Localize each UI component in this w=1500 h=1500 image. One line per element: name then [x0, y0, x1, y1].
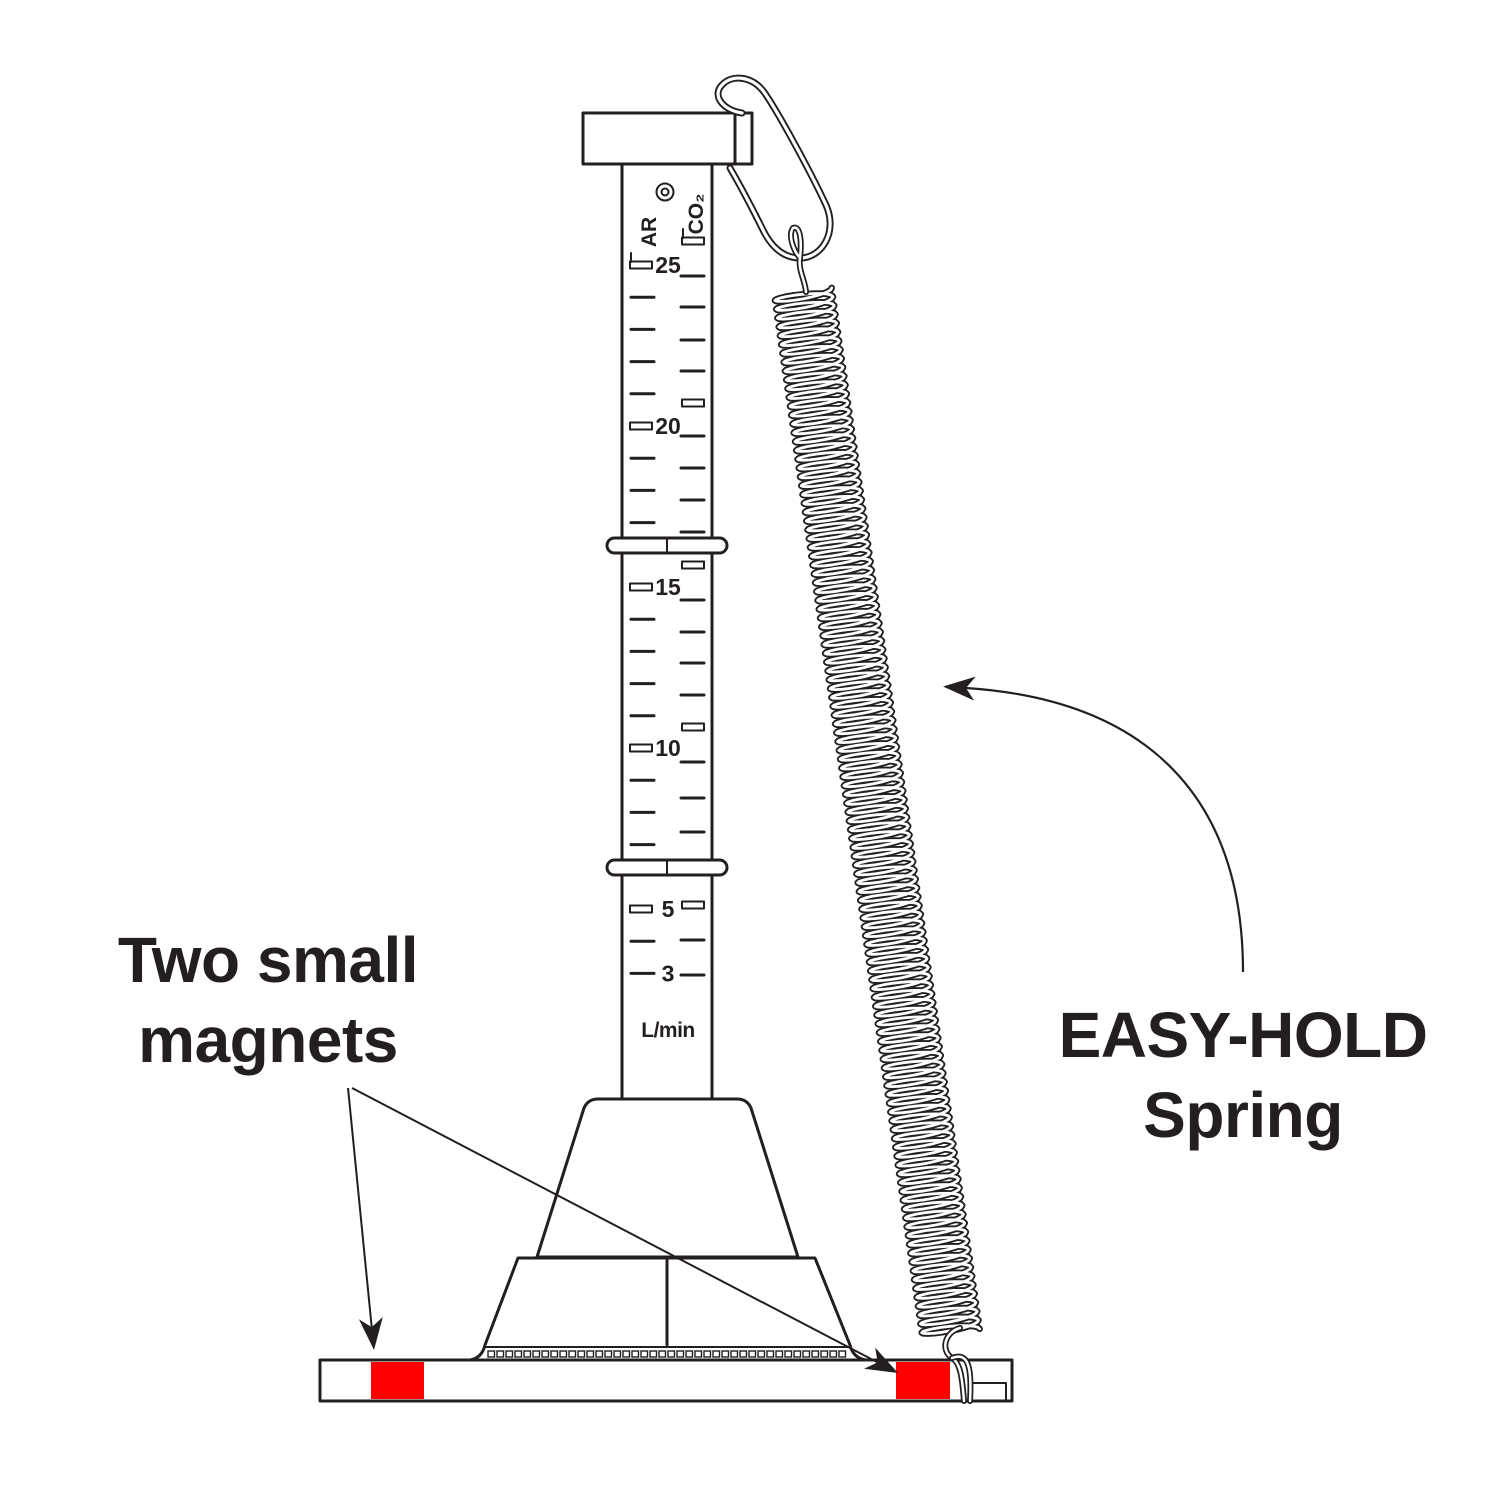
- grip-notch: [739, 1350, 748, 1358]
- grip-notch: [604, 1350, 613, 1358]
- arrowhead: [358, 1317, 383, 1350]
- magnet-left: [371, 1362, 424, 1399]
- grip-notch: [658, 1350, 667, 1358]
- scale-major-mark: [681, 236, 705, 246]
- left-scale-ticks: [629, 260, 656, 975]
- grip-notch: [811, 1350, 820, 1358]
- grip-notch: [793, 1350, 802, 1358]
- scale-number: 20: [655, 413, 681, 439]
- magnet-right: [896, 1362, 950, 1399]
- grip-notch: [568, 1350, 577, 1358]
- spring-callout: EASY-HOLD Spring: [1059, 999, 1428, 1151]
- tube-ring-upper: [605, 536, 729, 555]
- right-scale-ticks: [679, 236, 706, 977]
- tube-cap: [581, 111, 754, 166]
- grip-notch: [712, 1350, 721, 1358]
- circle-dot-icon: [655, 182, 675, 202]
- grip-notch: [802, 1350, 811, 1358]
- grip-notch: [505, 1350, 514, 1358]
- scale-major-mark: [681, 722, 705, 732]
- grip-notch: [550, 1350, 559, 1358]
- grip-notch: [775, 1350, 784, 1358]
- scale-major-mark: [681, 560, 705, 570]
- grip-notch: [703, 1350, 712, 1358]
- grip-notch: [514, 1350, 523, 1358]
- magnets-callout-line1: Two small: [118, 924, 418, 996]
- grip-notch: [595, 1350, 604, 1358]
- grip-notch: [622, 1350, 631, 1358]
- grip-notch: [685, 1350, 694, 1358]
- spring-callout-line2: Spring: [1143, 1079, 1343, 1151]
- clip-loop-core: [716, 76, 832, 260]
- grip-notch: [559, 1350, 568, 1358]
- grip-notch: [838, 1350, 847, 1358]
- grip-notch: [667, 1350, 676, 1358]
- grip-notch: [613, 1350, 622, 1358]
- magnets-callout-line2: magnets: [138, 1004, 398, 1076]
- spring-pointer: [965, 686, 1245, 973]
- grip-notch: [487, 1350, 496, 1358]
- scale-major-mark: [629, 582, 653, 592]
- flowmeter: 25 20 15 10 5 3 AR CO₂ L/min: [318, 111, 1014, 1403]
- grip-notch: [820, 1350, 829, 1358]
- scale-major-mark: [629, 904, 653, 914]
- tube-ring-lower: [605, 858, 729, 877]
- grip-notch: [694, 1350, 703, 1358]
- base-upper-cone: [535, 1097, 800, 1259]
- base-grip-texture: [487, 1350, 847, 1358]
- grip-notch: [721, 1350, 730, 1358]
- spring-callout-line1: EASY-HOLD: [1059, 999, 1428, 1071]
- scale-major-mark: [681, 398, 705, 408]
- magnet-right-pointer: [351, 1087, 879, 1364]
- grip-notch: [640, 1350, 649, 1358]
- grip-notch: [577, 1350, 586, 1358]
- spring-clip: [714, 74, 834, 295]
- unit-label: L/min: [641, 1019, 695, 1042]
- clip-hook-core: [789, 226, 808, 294]
- right-scale-gas-label: CO₂: [685, 194, 708, 235]
- arrowhead: [864, 1347, 898, 1373]
- left-scale-gas-label: AR: [638, 217, 661, 247]
- grip-notch: [523, 1350, 532, 1358]
- grip-notch: [757, 1350, 766, 1358]
- scale-major-mark: [681, 900, 705, 910]
- grip-notch: [532, 1350, 541, 1358]
- spring-coil-core: [773, 286, 982, 1335]
- scale-number: 25: [655, 252, 681, 278]
- scale-number: 15: [655, 574, 681, 600]
- grip-notch: [766, 1350, 775, 1358]
- scale-number: 10: [655, 735, 681, 761]
- grip-notch: [541, 1350, 550, 1358]
- grip-notch: [496, 1350, 505, 1358]
- scale-numbers: 25 20 15 10 5 3: [655, 252, 681, 986]
- magnet-left-pointer: [347, 1087, 373, 1328]
- spring-bottom-hook-loop-core: [950, 1355, 972, 1403]
- grip-notch: [730, 1350, 739, 1358]
- scale-number: 5: [662, 896, 675, 922]
- arrowhead: [943, 676, 976, 701]
- grip-notch: [748, 1350, 757, 1358]
- magnets-callout: Two small magnets: [118, 924, 419, 1076]
- scale-major-mark: [629, 421, 653, 431]
- scale-major-mark: [629, 743, 653, 753]
- grip-notch: [649, 1350, 658, 1358]
- callout-arrows: [347, 676, 1245, 1373]
- scale-number: 3: [662, 960, 675, 986]
- grip-notch: [784, 1350, 793, 1358]
- grip-notch: [631, 1350, 640, 1358]
- grip-notch: [829, 1350, 838, 1358]
- scale-major-mark: [629, 260, 653, 270]
- easy-hold-spring: [771, 284, 983, 1404]
- grip-notch: [676, 1350, 685, 1358]
- grip-notch: [586, 1350, 595, 1358]
